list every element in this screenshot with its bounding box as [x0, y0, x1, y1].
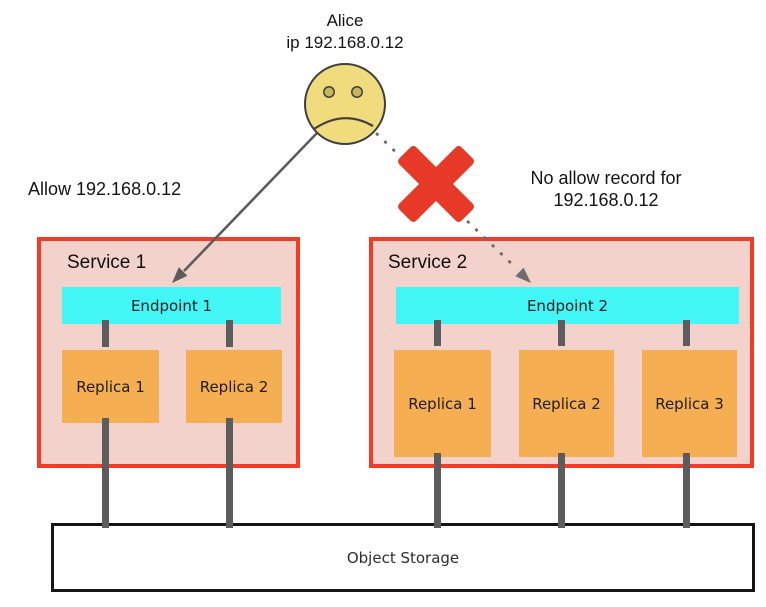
frown-mouth	[313, 117, 374, 130]
service-2-replica-3: Replica 3	[642, 350, 737, 457]
connector-line	[226, 320, 233, 347]
object-storage-label: Object Storage	[346, 548, 460, 567]
connector-line	[558, 453, 565, 528]
service-1-replica-2: Replica 2	[186, 350, 282, 423]
eye-left	[323, 86, 335, 98]
connector-line	[683, 320, 690, 346]
service-2-replica-1: Replica 1	[394, 350, 491, 457]
user-label: Alice ip 192.168.0.12	[245, 10, 445, 54]
endpoint-1-bar: Endpoint 1	[62, 287, 281, 324]
endpoint-2-bar: Endpoint 2	[396, 287, 739, 324]
service-1-title: Service 1	[67, 252, 147, 273]
service-2-box: Service 2 Endpoint 2 Replica 1 Replica 2…	[369, 237, 754, 468]
connector-line	[226, 418, 233, 528]
object-storage-box: Object Storage	[51, 523, 755, 592]
deny-note-line1: No allow record for	[530, 168, 682, 188]
service-2-replica-2: Replica 2	[519, 350, 614, 457]
sad-face-icon	[304, 63, 386, 145]
connector-line	[434, 453, 441, 528]
service-2-title: Service 2	[388, 252, 468, 273]
connector-line	[434, 320, 441, 346]
connector-line	[683, 453, 690, 528]
connector-line	[102, 418, 109, 528]
service-1-box: Service 1 Endpoint 1 Replica 1 Replica 2	[37, 237, 300, 468]
allow-note: Allow 192.168.0.12	[28, 179, 182, 199]
eye-right	[351, 86, 363, 98]
deny-note: No allow record for 192.168.0.12	[506, 167, 706, 211]
connector-line	[558, 320, 565, 346]
deny-note-line2: 192.168.0.12	[553, 190, 659, 210]
service-1-replica-1: Replica 1	[62, 350, 159, 423]
connector-line	[102, 320, 109, 347]
x-cross-icon	[398, 146, 474, 222]
user-ip: ip 192.168.0.12	[286, 33, 404, 52]
user-name: Alice	[326, 11, 364, 30]
